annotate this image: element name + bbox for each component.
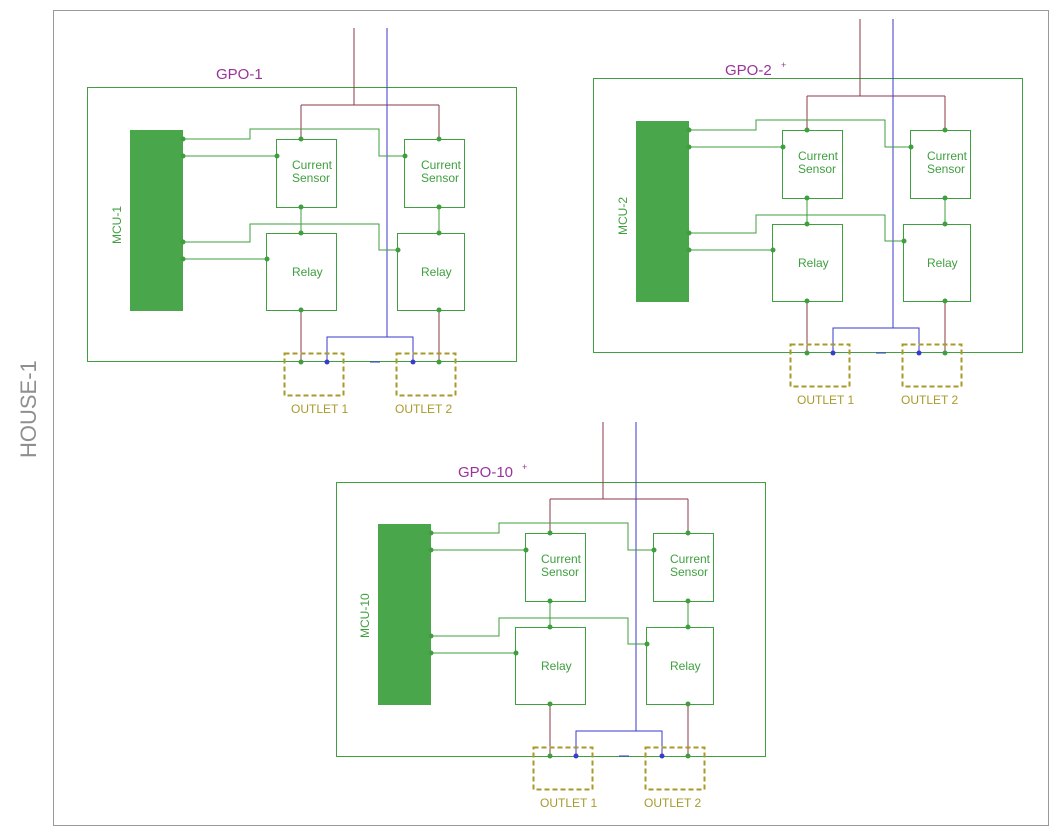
cs-10b-top: Current [670,552,711,566]
outlet-2a-label: OUTLET 1 [797,393,854,407]
gpo-10-title: GPO-10 [458,464,513,481]
house-frame [53,10,1049,826]
cs-2a-top: Current [798,149,839,163]
cs-1b-bot: Sensor [421,171,459,185]
cs-10a-bot: Sensor [541,565,579,579]
cs-10b-bot: Sensor [670,565,708,579]
gpo-2-title: GPO-2 [725,62,772,79]
outlet-10b [644,746,706,791]
current-sensor-1b [404,139,465,208]
relay-2a-label: Relay [798,256,829,270]
gpo-1-block: GPO-1 MCU-1 [87,28,517,416]
relay-10b-label: Relay [670,659,701,673]
current-sensor-10b [653,533,714,602]
relay-10b [646,627,714,705]
outlet-10a [532,746,594,791]
cs-1a-top: Current [292,158,333,172]
relay-2b [903,224,971,302]
current-sensor-2b [910,130,971,199]
relay-10a-label: Relay [541,659,572,673]
mcu-2-label: MCU-2 [616,197,630,235]
outlet-10b-label: OUTLET 2 [644,796,701,810]
cs-2b-bot: Sensor [927,162,965,176]
cs-2b-top: Current [927,149,968,163]
gpo-10-block: GPO-10 + MCU-10 Curren [336,422,766,810]
mcu-10-label: MCU-10 [358,593,372,638]
current-sensor-1a [276,139,337,208]
relay-1a-label: Relay [292,265,323,279]
relay-1b-label: Relay [421,265,452,279]
mcu-1-label: MCU-1 [110,206,124,244]
outlet-2b [901,343,963,388]
outlet-1b-label: OUTLET 2 [395,402,452,416]
outlet-2a [789,343,851,388]
mcu-1-block [130,130,183,311]
gpo-1-title: GPO-1 [216,66,263,83]
house-label: HOUSE-1 [16,360,41,458]
current-sensor-10a [525,533,586,602]
mcu-10-block [378,524,431,705]
relay-1b [397,233,465,311]
cs-2a-bot: Sensor [798,162,836,176]
cs-1b-top: Current [421,158,462,172]
outlet-10a-label: OUTLET 1 [540,796,597,810]
gpo-2-title-mark: + [781,60,786,70]
relay-2b-label: Relay [927,256,958,270]
outlet-1a-label: OUTLET 1 [291,402,348,416]
mcu-2-block [636,121,689,302]
current-sensor-2a [782,130,843,199]
gpo-10-title-mark: + [522,462,527,472]
outlet-1a [283,352,345,397]
outlet-1b [395,352,457,397]
outlet-2b-label: OUTLET 2 [901,393,958,407]
cs-1a-bot: Sensor [292,171,330,185]
cs-10a-top: Current [541,552,582,566]
gpo-2-block: GPO-2 + MCU-2 Current [593,19,1023,407]
